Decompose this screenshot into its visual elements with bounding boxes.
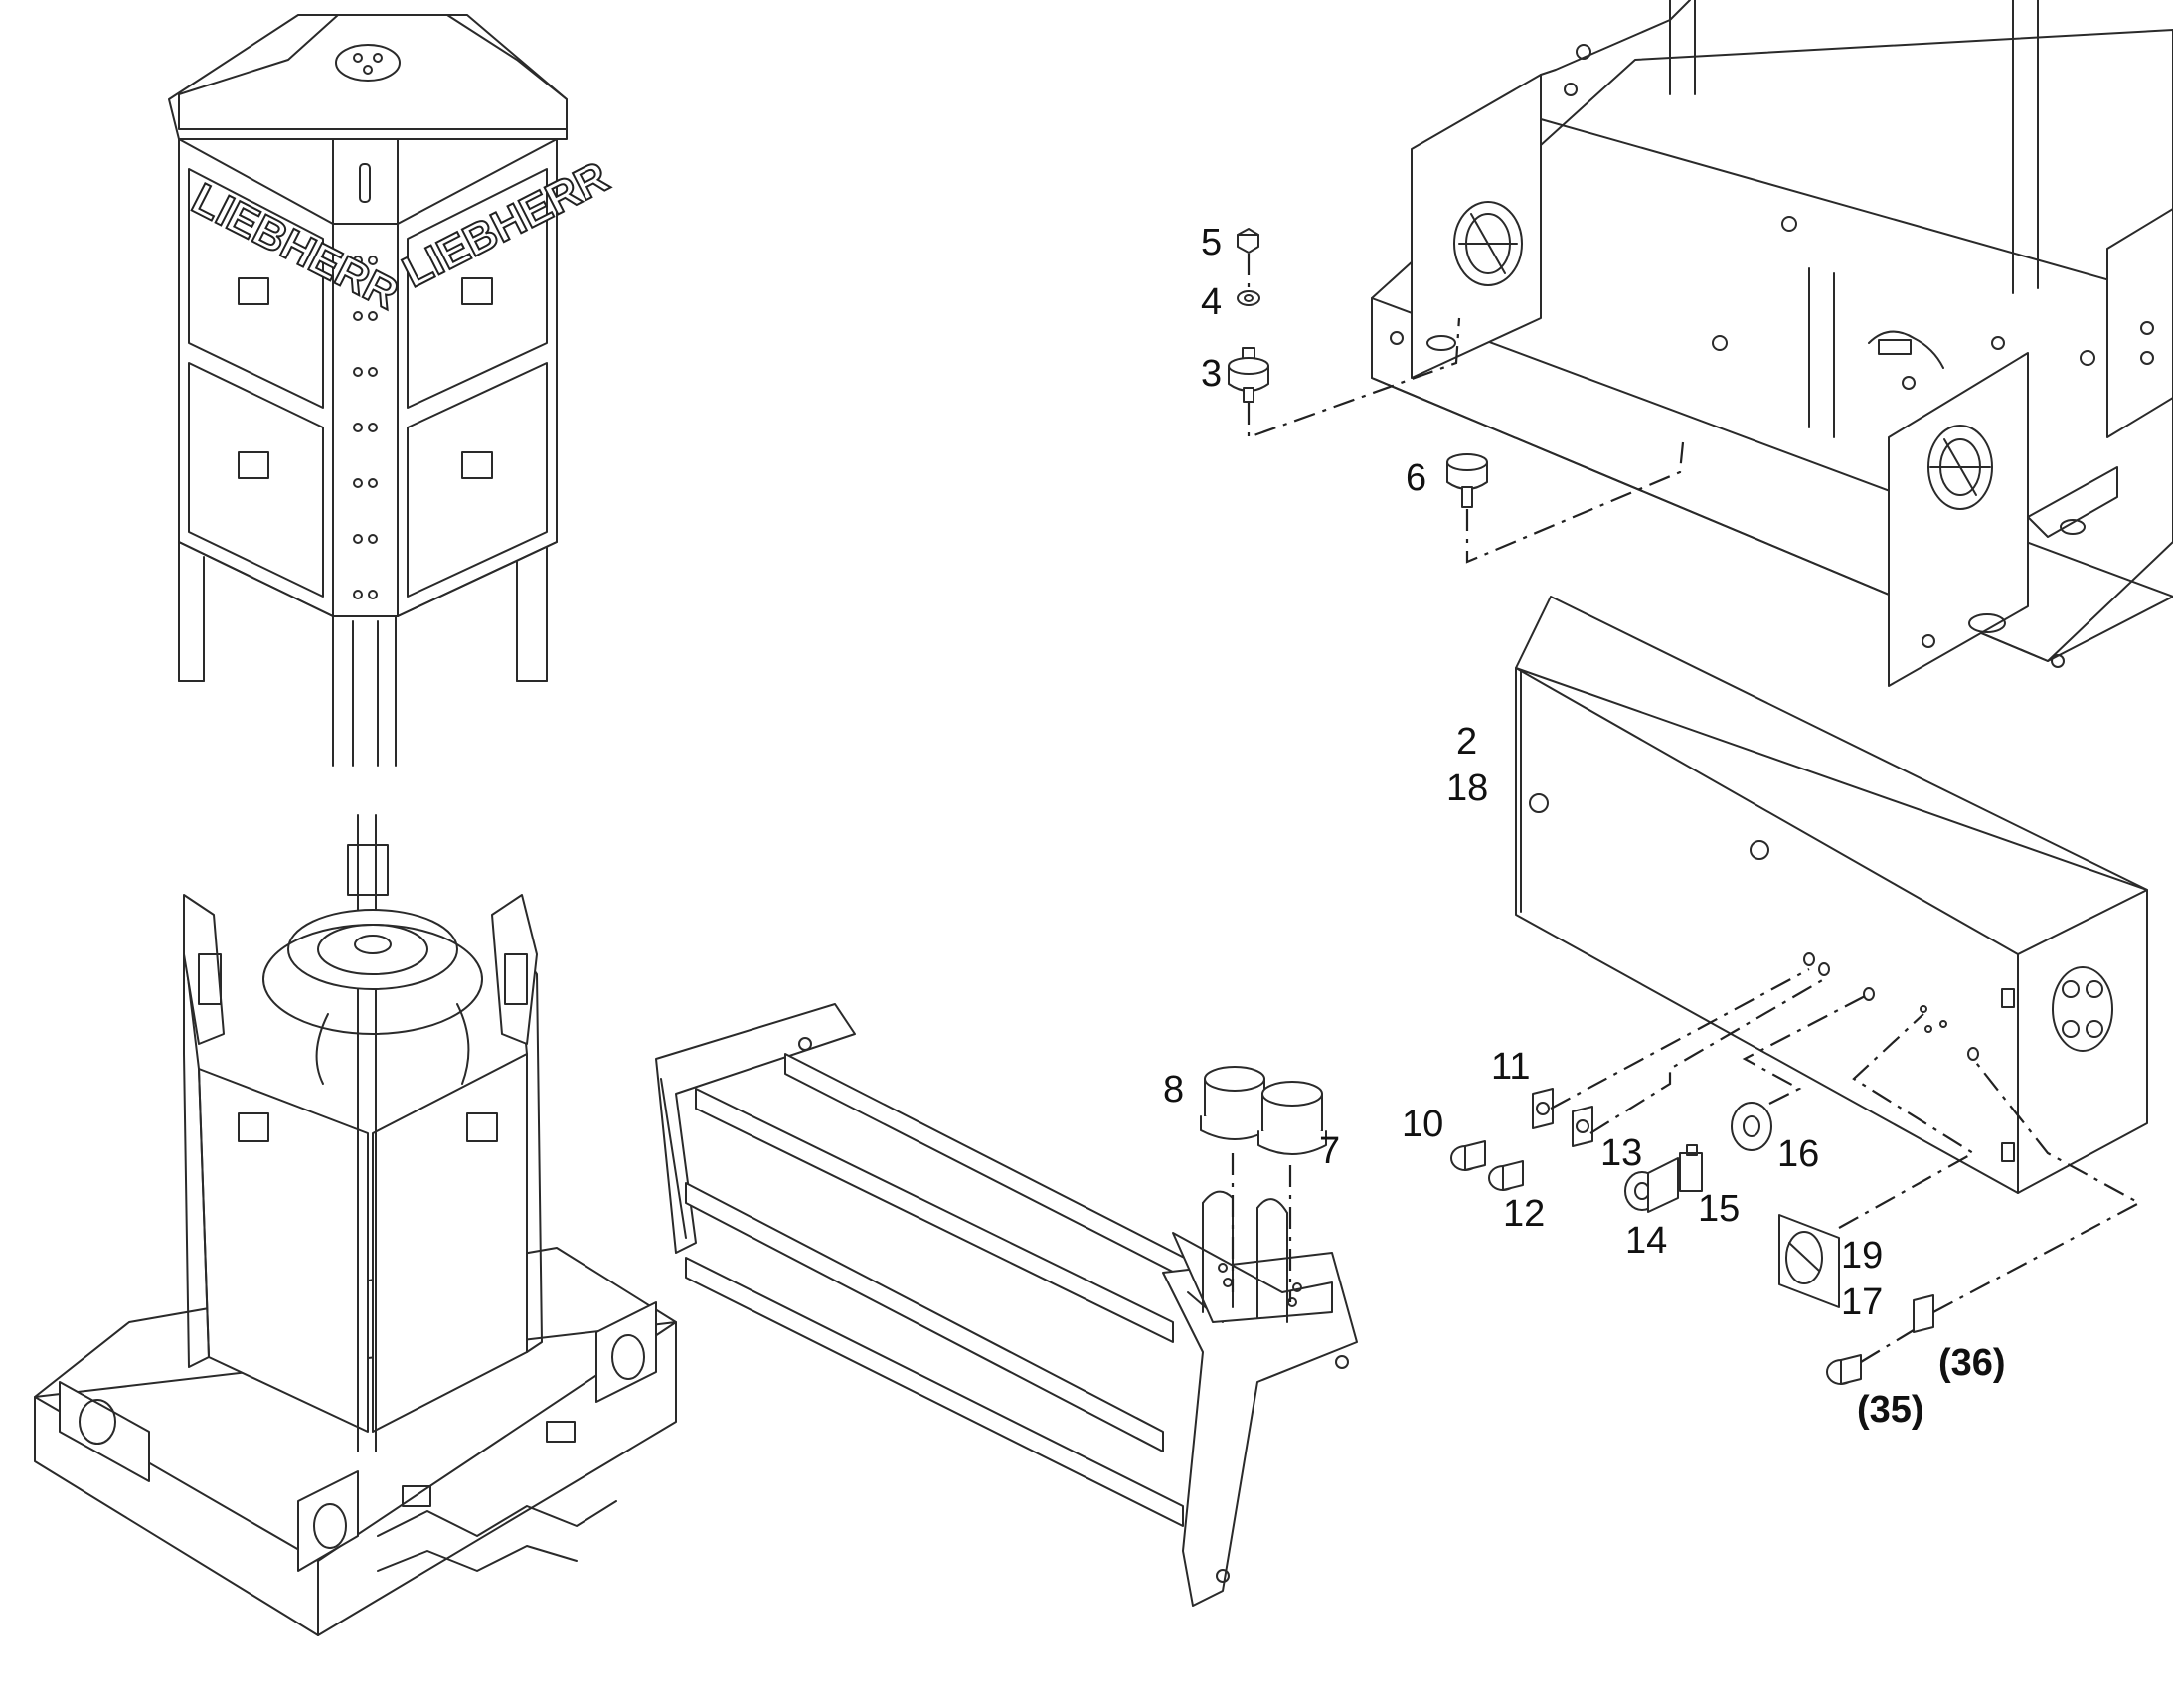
hex-nut-5: [1237, 228, 1259, 254]
base-frame-assembly: [1371, 0, 2173, 687]
callout-18: 18: [1446, 768, 1488, 809]
callout-2: 2: [1456, 721, 1477, 763]
callout-14: 14: [1625, 1220, 1667, 1262]
callout-8: 8: [1163, 1069, 1184, 1110]
callout-15: 15: [1698, 1188, 1740, 1230]
callout-4: 4: [1201, 281, 1222, 323]
plate-36: [1913, 1294, 1934, 1333]
callout-12: 12: [1503, 1193, 1545, 1235]
callout-35: (35): [1857, 1389, 1924, 1431]
nameplate-13: [1572, 1106, 1593, 1147]
button-10: [1450, 1140, 1486, 1171]
vibration-damper-3: [1228, 347, 1269, 403]
beacon-lamp-7: [1257, 1081, 1327, 1155]
callout-36: (36): [1938, 1342, 2006, 1384]
beacon-lamp-8: [1200, 1066, 1269, 1140]
button-35: [1826, 1354, 1862, 1385]
leader-line-3: [1247, 317, 1461, 439]
leader-line-16: [1742, 993, 1870, 1105]
tower-cabinet: [168, 14, 568, 767]
callout-7: 7: [1319, 1130, 1340, 1172]
leader-line-36: [1932, 1058, 2142, 1313]
contact-block-15: [1679, 1144, 1703, 1192]
nameplate-11: [1532, 1088, 1554, 1129]
leader-line-19: [1838, 1013, 1976, 1229]
callout-11: 11: [1491, 1046, 1530, 1088]
leader-line-6: [1465, 441, 1685, 564]
rubber-foot-6: [1446, 453, 1488, 508]
button-12: [1488, 1160, 1524, 1191]
callout-13: 13: [1600, 1132, 1642, 1174]
callout-16: 16: [1777, 1133, 1819, 1175]
ring-label-16: [1731, 1102, 1772, 1151]
callout-5: 5: [1201, 222, 1222, 263]
callout-10: 10: [1402, 1104, 1443, 1145]
leader-line-35: [1860, 1329, 1915, 1363]
callout-17: 17: [1841, 1281, 1883, 1323]
emergency-stop-14: [1624, 1157, 1679, 1213]
mounting-frame: [655, 1003, 1358, 1607]
callout-6: 6: [1406, 457, 1426, 499]
open-tower-assembly: [34, 814, 677, 1636]
leader-line-13: [1589, 978, 1825, 1134]
washer-4: [1237, 290, 1260, 306]
leader-line-11: [1550, 968, 1810, 1110]
callout-19: 19: [1841, 1235, 1883, 1277]
main-switch-19: [1778, 1214, 1840, 1308]
control-box: [1515, 596, 2148, 1194]
callout-3: 3: [1201, 353, 1222, 395]
